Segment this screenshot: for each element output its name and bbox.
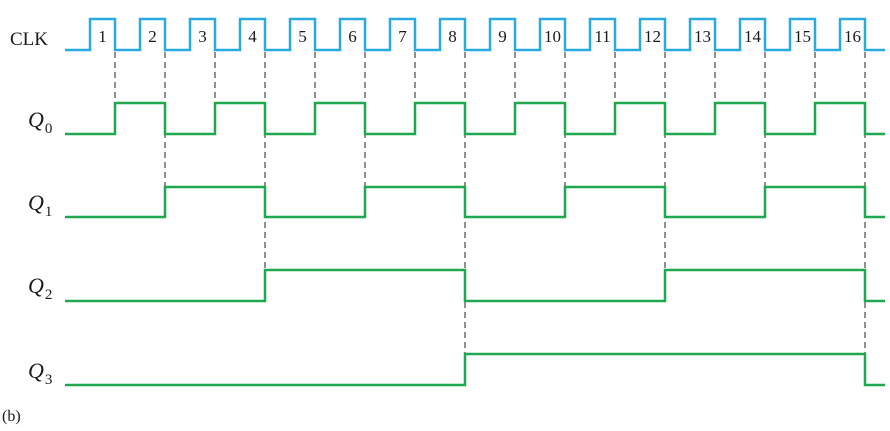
q1-label: Q1	[28, 190, 52, 220]
clock-pulse-number: 12	[644, 27, 661, 46]
clock-pulse-number: 1	[98, 27, 107, 46]
clock-pulse-number: 13	[694, 27, 711, 46]
figure-caption: (b)	[2, 408, 21, 425]
clock-pulse-number: 10	[544, 27, 561, 46]
clock-pulse-number: 15	[794, 27, 811, 46]
q0-waveform	[65, 101, 885, 136]
clock-pulse-number: 7	[398, 27, 407, 46]
q3-label: Q3	[28, 358, 52, 388]
clock-pulse-number: 14	[744, 27, 762, 46]
clock-label: CLK	[10, 29, 48, 50]
clock-pulse-number: 9	[498, 27, 507, 46]
q3-waveform	[65, 352, 885, 387]
q0-label: Q0	[28, 107, 52, 137]
clock-pulse-number: 16	[844, 27, 861, 46]
clock-pulse-number: 2	[148, 27, 157, 46]
clock-pulse-number: 3	[198, 27, 207, 46]
clock-waveform	[65, 17, 885, 52]
clock-pulse-number: 4	[248, 27, 257, 46]
q2-waveform	[65, 268, 885, 303]
dashed-guides	[114, 52, 866, 354]
q2-label: Q2	[28, 273, 52, 303]
clock-pulse-number: 6	[348, 27, 357, 46]
clock-pulse-number: 11	[594, 27, 610, 46]
clock-pulse-number: 8	[448, 27, 457, 46]
waveforms	[65, 17, 885, 387]
clock-pulse-number: 5	[298, 27, 307, 46]
q1-waveform	[65, 185, 885, 219]
